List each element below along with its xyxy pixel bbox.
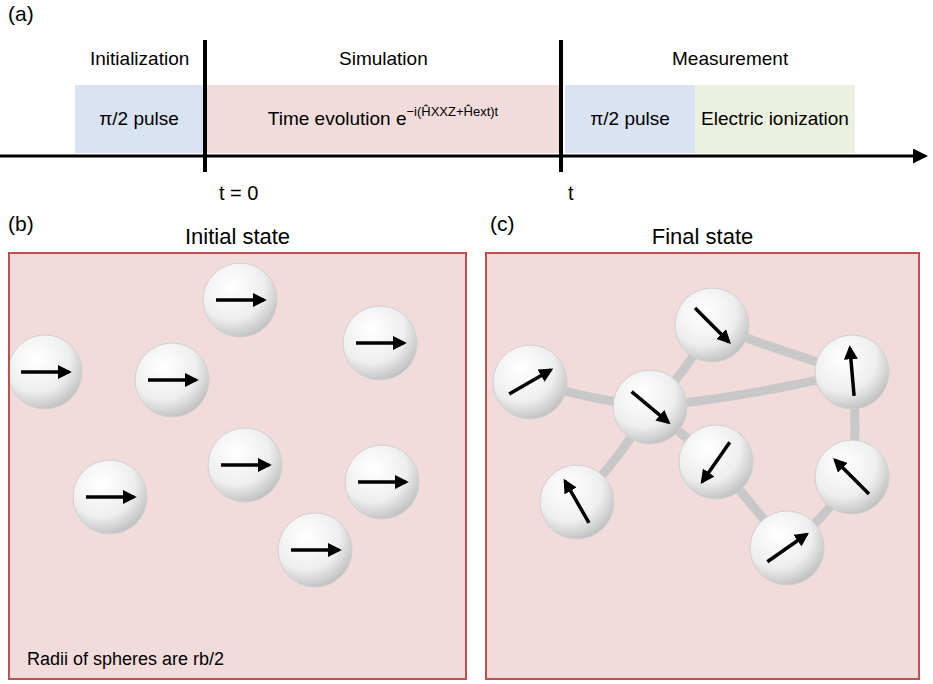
panel-label: (c) [490,212,515,236]
box-text: π/2 pulse [590,108,670,130]
phase-label: Measurement [672,48,788,70]
spin-arrow [767,534,806,562]
atom-sphere [540,465,614,539]
box-text: Time evolution e−i(ĤXXZ+Ĥext)t [268,108,498,130]
panel-note: Radii of spheres are rb/2 [24,649,227,670]
spin-arrow [835,460,869,494]
spin-arrow [632,392,669,423]
pulse-box: π/2 pulse [565,85,695,153]
atom-sphere [815,335,889,409]
atom-sphere [278,513,352,587]
spin-arrow [221,463,269,467]
panel-ground [8,252,467,680]
panel-ground [485,252,920,680]
atom-sphere [73,460,147,534]
atom-sphere [679,425,753,499]
evolution-box: Time evolution e−i(ĤXXZ+Ĥext)t [207,85,559,153]
atom-sphere [8,335,82,409]
time-label: t = 0 [217,182,260,205]
atom-sphere [675,288,749,362]
phase-label: Initialization [90,48,189,70]
atom-sphere [493,345,567,419]
phase-label: Simulation [339,48,428,70]
spin-arrow [216,298,264,302]
spin-arrow [702,442,730,481]
panel-label: (a) [8,2,34,26]
atom-sphere [613,370,687,444]
spin-arrow [509,370,551,394]
box-label: Electric ionization [701,108,849,129]
box-label: π/2 pulse [590,108,670,129]
atom-sphere [135,343,209,417]
entanglement-links [530,325,855,548]
atom-sphere [208,428,282,502]
box-label: Time evolution e [268,108,407,129]
spheres [8,263,889,587]
spin-arrow [358,480,406,484]
time-axis [0,155,925,158]
spin-arrow [291,548,339,552]
box-text: π/2 pulse [99,108,179,130]
panel-title: Final state [487,224,918,250]
box-text: Electric ionization [701,108,849,130]
time-label: t [566,182,576,205]
box-label: π/2 pulse [99,108,179,129]
spin-arrow [850,348,854,396]
spin-arrow [565,481,589,523]
ionization-box: Electric ionization [695,85,855,153]
atom-sphere [345,445,419,519]
spin-arrow [86,495,134,499]
spin-arrow [356,341,404,345]
initial-state-panel: Initial stateRadii of spheres are rb/2 [8,252,467,680]
atom-sphere [343,306,417,380]
atom-sphere [203,263,277,337]
pulse-box: π/2 pulse [75,85,203,153]
final-state-panel: Final state [485,252,920,680]
time-tick [559,40,563,172]
exponent: −i(ĤXXZ+Ĥext)t [406,104,498,119]
spin-arrow [148,378,196,382]
spin-arrow [695,308,729,342]
atom-sphere [750,511,824,585]
spin-arrow [21,370,69,374]
panel-label: (b) [8,212,34,236]
panel-title: Initial state [10,224,465,250]
atom-sphere [815,440,889,514]
